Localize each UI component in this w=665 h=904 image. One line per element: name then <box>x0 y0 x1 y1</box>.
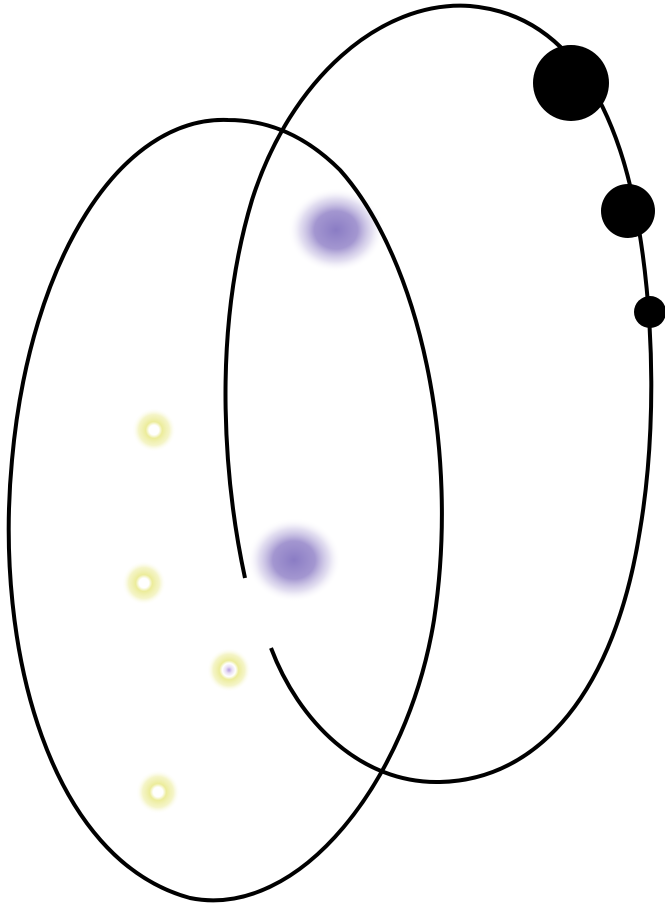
purple-glow-upper <box>288 188 384 272</box>
yellow-glow-3 <box>207 648 251 692</box>
yellow-glow-4 <box>136 770 180 814</box>
dot-large <box>533 45 609 121</box>
yellow-glow-1 <box>132 408 176 452</box>
yellow-glow-2 <box>122 561 166 605</box>
dot-medium <box>601 184 655 238</box>
purple-glow-lower <box>247 518 341 602</box>
purple-glows <box>247 188 384 602</box>
right-ring <box>226 6 652 782</box>
yellow-glows <box>122 408 251 814</box>
dot-small <box>634 296 665 328</box>
